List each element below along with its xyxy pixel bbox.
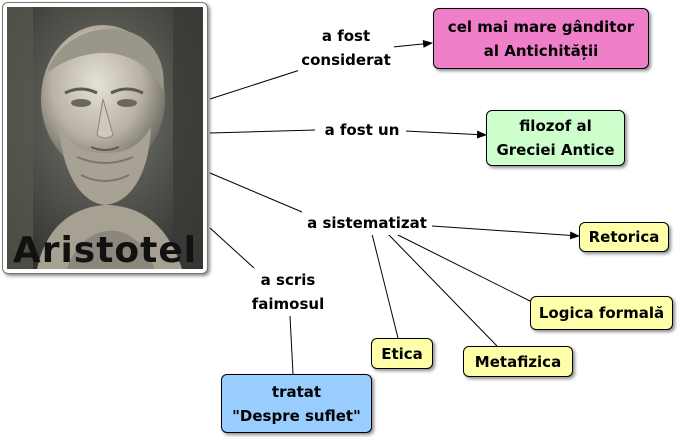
- concept-line: "Despre suflet": [232, 406, 361, 425]
- concept-metafizica[interactable]: Metafizica: [463, 346, 573, 377]
- concept-line: cel mai mare gânditor: [447, 17, 635, 36]
- concept-cel-mai-mare-ganditor[interactable]: cel mai mare gânditor al Antichității: [433, 8, 649, 69]
- concept-tratat-despre-suflet[interactable]: tratat "Despre suflet": [221, 374, 372, 433]
- phrase-line: a fost un: [324, 121, 400, 139]
- arrow-to-filozof: [404, 130, 487, 139]
- phrase-a-fost-un[interactable]: a fost un: [318, 118, 406, 142]
- concept-line: tratat: [271, 382, 322, 401]
- arrow-to-retorica: [431, 225, 580, 240]
- line-to-phrase-considerat: [209, 69, 301, 100]
- aristotle-bust-image: [7, 7, 203, 269]
- arrow-to-ganditor: [392, 39, 433, 48]
- phrase-a-scris-faimosul[interactable]: a scris faimosul: [248, 268, 328, 316]
- concept-etica[interactable]: Etica: [371, 338, 433, 369]
- concept-filozof-al-greciei[interactable]: filozof al Greciei Antice: [486, 110, 625, 166]
- concept-line: al Antichității: [483, 41, 599, 60]
- concept-line: filozof al: [519, 117, 592, 135]
- concept-line: Retorica: [588, 228, 660, 246]
- phrase-a-fost-considerat[interactable]: a fost considerat: [298, 24, 394, 72]
- line-to-phrase-filozof: [209, 129, 316, 134]
- phrase-line: a sistematizat: [307, 214, 427, 232]
- concept-line: Metafizica: [474, 352, 562, 371]
- line-to-etica: [371, 233, 399, 339]
- phrase-line: considerat: [301, 51, 391, 69]
- line-to-phrase-scris: [209, 227, 255, 269]
- aristotel-portrait-node[interactable]: Aristotel: [2, 2, 208, 274]
- phrase-line: a fost: [321, 27, 371, 45]
- line-to-tratat: [289, 315, 294, 375]
- concept-line: Greciei Antice: [496, 141, 615, 159]
- concept-retorica[interactable]: Retorica: [579, 222, 669, 252]
- line-to-logica: [395, 233, 535, 304]
- line-to-metafizica: [387, 233, 498, 347]
- phrase-line: faimosul: [251, 295, 325, 313]
- concept-logica-formala[interactable]: Logica formală: [530, 296, 673, 330]
- line-to-phrase-sistematizat: [209, 172, 303, 213]
- concept-line: Logica formală: [538, 304, 665, 322]
- phrase-a-sistematizat[interactable]: a sistematizat: [302, 211, 432, 235]
- concept-line: Etica: [381, 344, 423, 363]
- phrase-line: a scris: [260, 271, 316, 289]
- aristotel-label: Aristotel: [12, 230, 198, 271]
